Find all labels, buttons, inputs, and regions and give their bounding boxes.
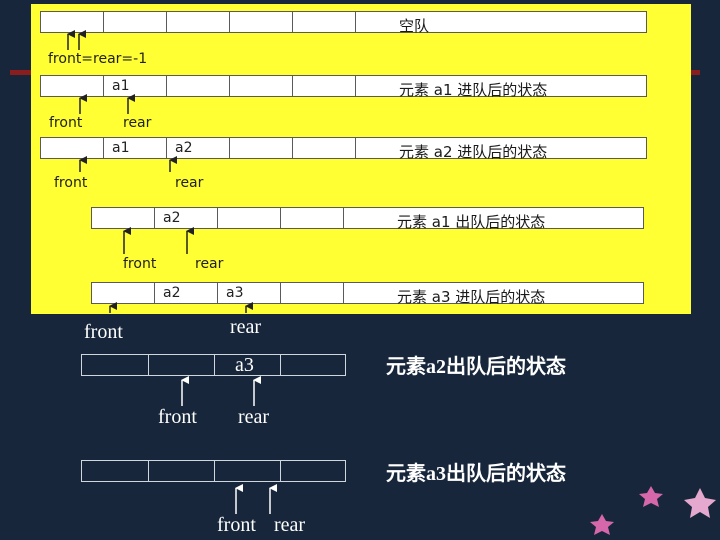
state-caption: 元素a2出队后的状态 xyxy=(386,356,566,378)
queue-cell xyxy=(167,12,230,32)
front-pointer-label: front xyxy=(49,115,83,131)
queue-cell: a3 xyxy=(218,283,281,303)
cell-value: a1 xyxy=(112,78,130,94)
cell-value: a3 xyxy=(235,354,254,376)
queue-cell xyxy=(218,208,281,228)
queue-cell: a2 xyxy=(167,138,230,158)
queue-cell xyxy=(281,283,344,303)
queue-cell xyxy=(41,76,104,96)
queue-cell xyxy=(215,461,281,481)
queue-array-row-3: a1 a2 元素 a2 进队后的状态 xyxy=(40,137,647,161)
queue-cell xyxy=(167,76,230,96)
queue-cell: a1 xyxy=(104,138,167,158)
front-pointer-label: front xyxy=(217,514,256,536)
queue-cell xyxy=(281,208,344,228)
queue-array-row-4: a2 元素 a1 出队后的状态 xyxy=(91,207,644,231)
queue-cell xyxy=(149,461,215,481)
front-pointer-label: front xyxy=(54,175,88,191)
queue-state-panel: 空队 front=rear=-1 a1 元素 a1 进队后的状态 front r… xyxy=(31,4,691,314)
queue-cell xyxy=(230,76,293,96)
queue-cell xyxy=(293,76,356,96)
queue-cell xyxy=(293,138,356,158)
queue-cell: a2 xyxy=(155,283,218,303)
front-pointer-label: front xyxy=(158,406,197,428)
empty-pointer-label: front=rear=-1 xyxy=(48,51,148,67)
queue-cell xyxy=(230,12,293,32)
rear-pointer-label: rear xyxy=(238,406,270,428)
queue-cell xyxy=(230,138,293,158)
queue-cell xyxy=(82,461,149,481)
rear-pointer-label: rear xyxy=(274,514,306,536)
state-caption: 空队 xyxy=(399,17,430,35)
queue-cell xyxy=(92,283,155,303)
cell-value: a2 xyxy=(163,285,181,301)
star-icon xyxy=(684,488,716,518)
state-caption: 元素 a1 出队后的状态 xyxy=(397,213,546,231)
queue-cell: a2 xyxy=(155,208,218,228)
rear-pointer-label: rear xyxy=(195,256,224,272)
queue-array-after-a2: a3 xyxy=(81,354,346,376)
front-pointer-label: front xyxy=(84,321,123,343)
state-caption: 元素 a2 进队后的状态 xyxy=(399,143,548,161)
queue-cell xyxy=(41,12,104,32)
rear-pointer-label: rear xyxy=(230,316,262,338)
queue-cell xyxy=(41,138,104,158)
queue-array-after-a3 xyxy=(81,460,346,482)
state-caption: 元素a3出队后的状态 xyxy=(386,463,566,485)
queue-array-row-1: 空队 xyxy=(40,11,647,35)
star-icon xyxy=(639,486,663,507)
cell-value: a2 xyxy=(175,140,193,156)
queue-array-row-2: a1 元素 a1 进队后的状态 xyxy=(40,75,647,99)
queue-cell xyxy=(293,12,356,32)
star-icon xyxy=(590,514,614,535)
state-caption: 元素 a1 进队后的状态 xyxy=(399,81,548,99)
front-pointer-label: front xyxy=(123,256,157,272)
queue-cell xyxy=(92,208,155,228)
state-caption: 元素 a3 进队后的状态 xyxy=(397,288,546,306)
queue-cell xyxy=(82,355,149,375)
queue-array-row-5: a2 a3 元素 a3 进队后的状态 xyxy=(91,282,644,306)
rear-pointer-label: rear xyxy=(175,175,204,191)
cell-value: a1 xyxy=(112,140,130,156)
decorative-line-left xyxy=(10,70,40,75)
cell-value: a2 xyxy=(163,210,181,226)
queue-cell: a1 xyxy=(104,76,167,96)
queue-cell xyxy=(104,12,167,32)
queue-cell xyxy=(281,355,347,375)
rear-pointer-label: rear xyxy=(123,115,152,131)
cell-value: a3 xyxy=(226,285,244,301)
decorative-line-right xyxy=(688,70,700,75)
queue-cell xyxy=(149,355,215,375)
queue-cell: a3 xyxy=(215,354,281,376)
queue-cell xyxy=(281,461,347,481)
